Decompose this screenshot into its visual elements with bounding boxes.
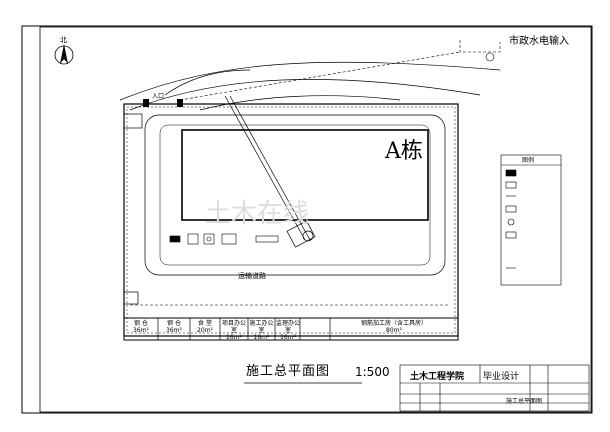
bottom-building: 施工办公室 16m² <box>249 320 274 342</box>
bottom-building-strip <box>123 317 459 341</box>
bottom-building-name: 钢筋加工房（含工具房） <box>360 320 427 327</box>
building-a-label: A栋 <box>385 139 423 164</box>
graduation-design-label: 毕业设计 <box>483 372 520 382</box>
bottom-building: 项目办公室 16m² <box>221 320 247 342</box>
inner-border <box>39 26 592 413</box>
entrance-label: 入口 <box>152 93 165 100</box>
bottom-building-name: 项目办公室 <box>221 320 246 335</box>
utility-line <box>179 40 501 105</box>
bottom-building-area: 16m² <box>226 334 242 342</box>
road-label: 运输道路 <box>238 272 266 280</box>
building-a <box>181 129 429 221</box>
site-facilities <box>169 233 279 245</box>
tower-crane-icon <box>224 95 316 248</box>
north-label: 北 <box>60 36 67 44</box>
bottom-building-name: 施工办公室 <box>249 320 274 335</box>
school-name: 土木工程学院 <box>410 372 465 382</box>
bottom-building-name: 食 堂 <box>198 320 212 327</box>
bottom-building-area: 36m² <box>166 327 182 335</box>
legend-box <box>500 154 562 286</box>
bottom-building: 钢筋加工房（含工具房） 80m² <box>332 320 456 334</box>
gate-post-icon <box>143 99 149 107</box>
bottom-building-name: 监理办公室 <box>276 320 301 335</box>
site-boundary <box>123 103 459 337</box>
title-block-drawing-name: 施工总平面图 <box>506 398 543 405</box>
drawing-border <box>21 25 593 414</box>
curved-road <box>119 61 501 111</box>
bottom-building: 钢 仓 36m² <box>126 320 156 334</box>
bottom-building: 食 堂 20m² <box>191 320 219 334</box>
bottom-building-area: 36m² <box>133 327 149 335</box>
fence-line <box>126 106 456 334</box>
utility-meter-icon <box>485 52 495 62</box>
left-storage <box>123 291 139 305</box>
gate-post-icon <box>177 99 183 107</box>
municipal-inlet-label: 市政水电输入 <box>509 36 569 47</box>
ring-road-inner <box>159 124 431 266</box>
bottom-building-dividers <box>157 318 331 340</box>
bottom-building-area: 16m² <box>253 334 270 342</box>
drawing-scale: 1:500 <box>355 365 390 379</box>
bottom-building-area: 80m² <box>386 327 402 335</box>
bottom-building: 钢 仓 36m² <box>159 320 189 334</box>
bottom-building-name: 钢 仓 <box>167 320 181 327</box>
watermark: 土木在线 <box>205 199 309 229</box>
bottom-building-name: 钢 仓 <box>134 320 148 327</box>
ring-road-outer <box>144 114 446 276</box>
legend-title: 图例 <box>522 157 535 164</box>
bottom-building-area: 20m² <box>197 327 213 335</box>
drawing-title: 施工总平面图 <box>246 364 331 379</box>
bottom-building: 监理办公室 16m² <box>276 320 300 342</box>
north-arrow-icon <box>54 44 74 65</box>
guard-house <box>123 113 143 129</box>
bottom-building-area: 16m² <box>280 334 296 342</box>
title-block <box>399 364 590 412</box>
